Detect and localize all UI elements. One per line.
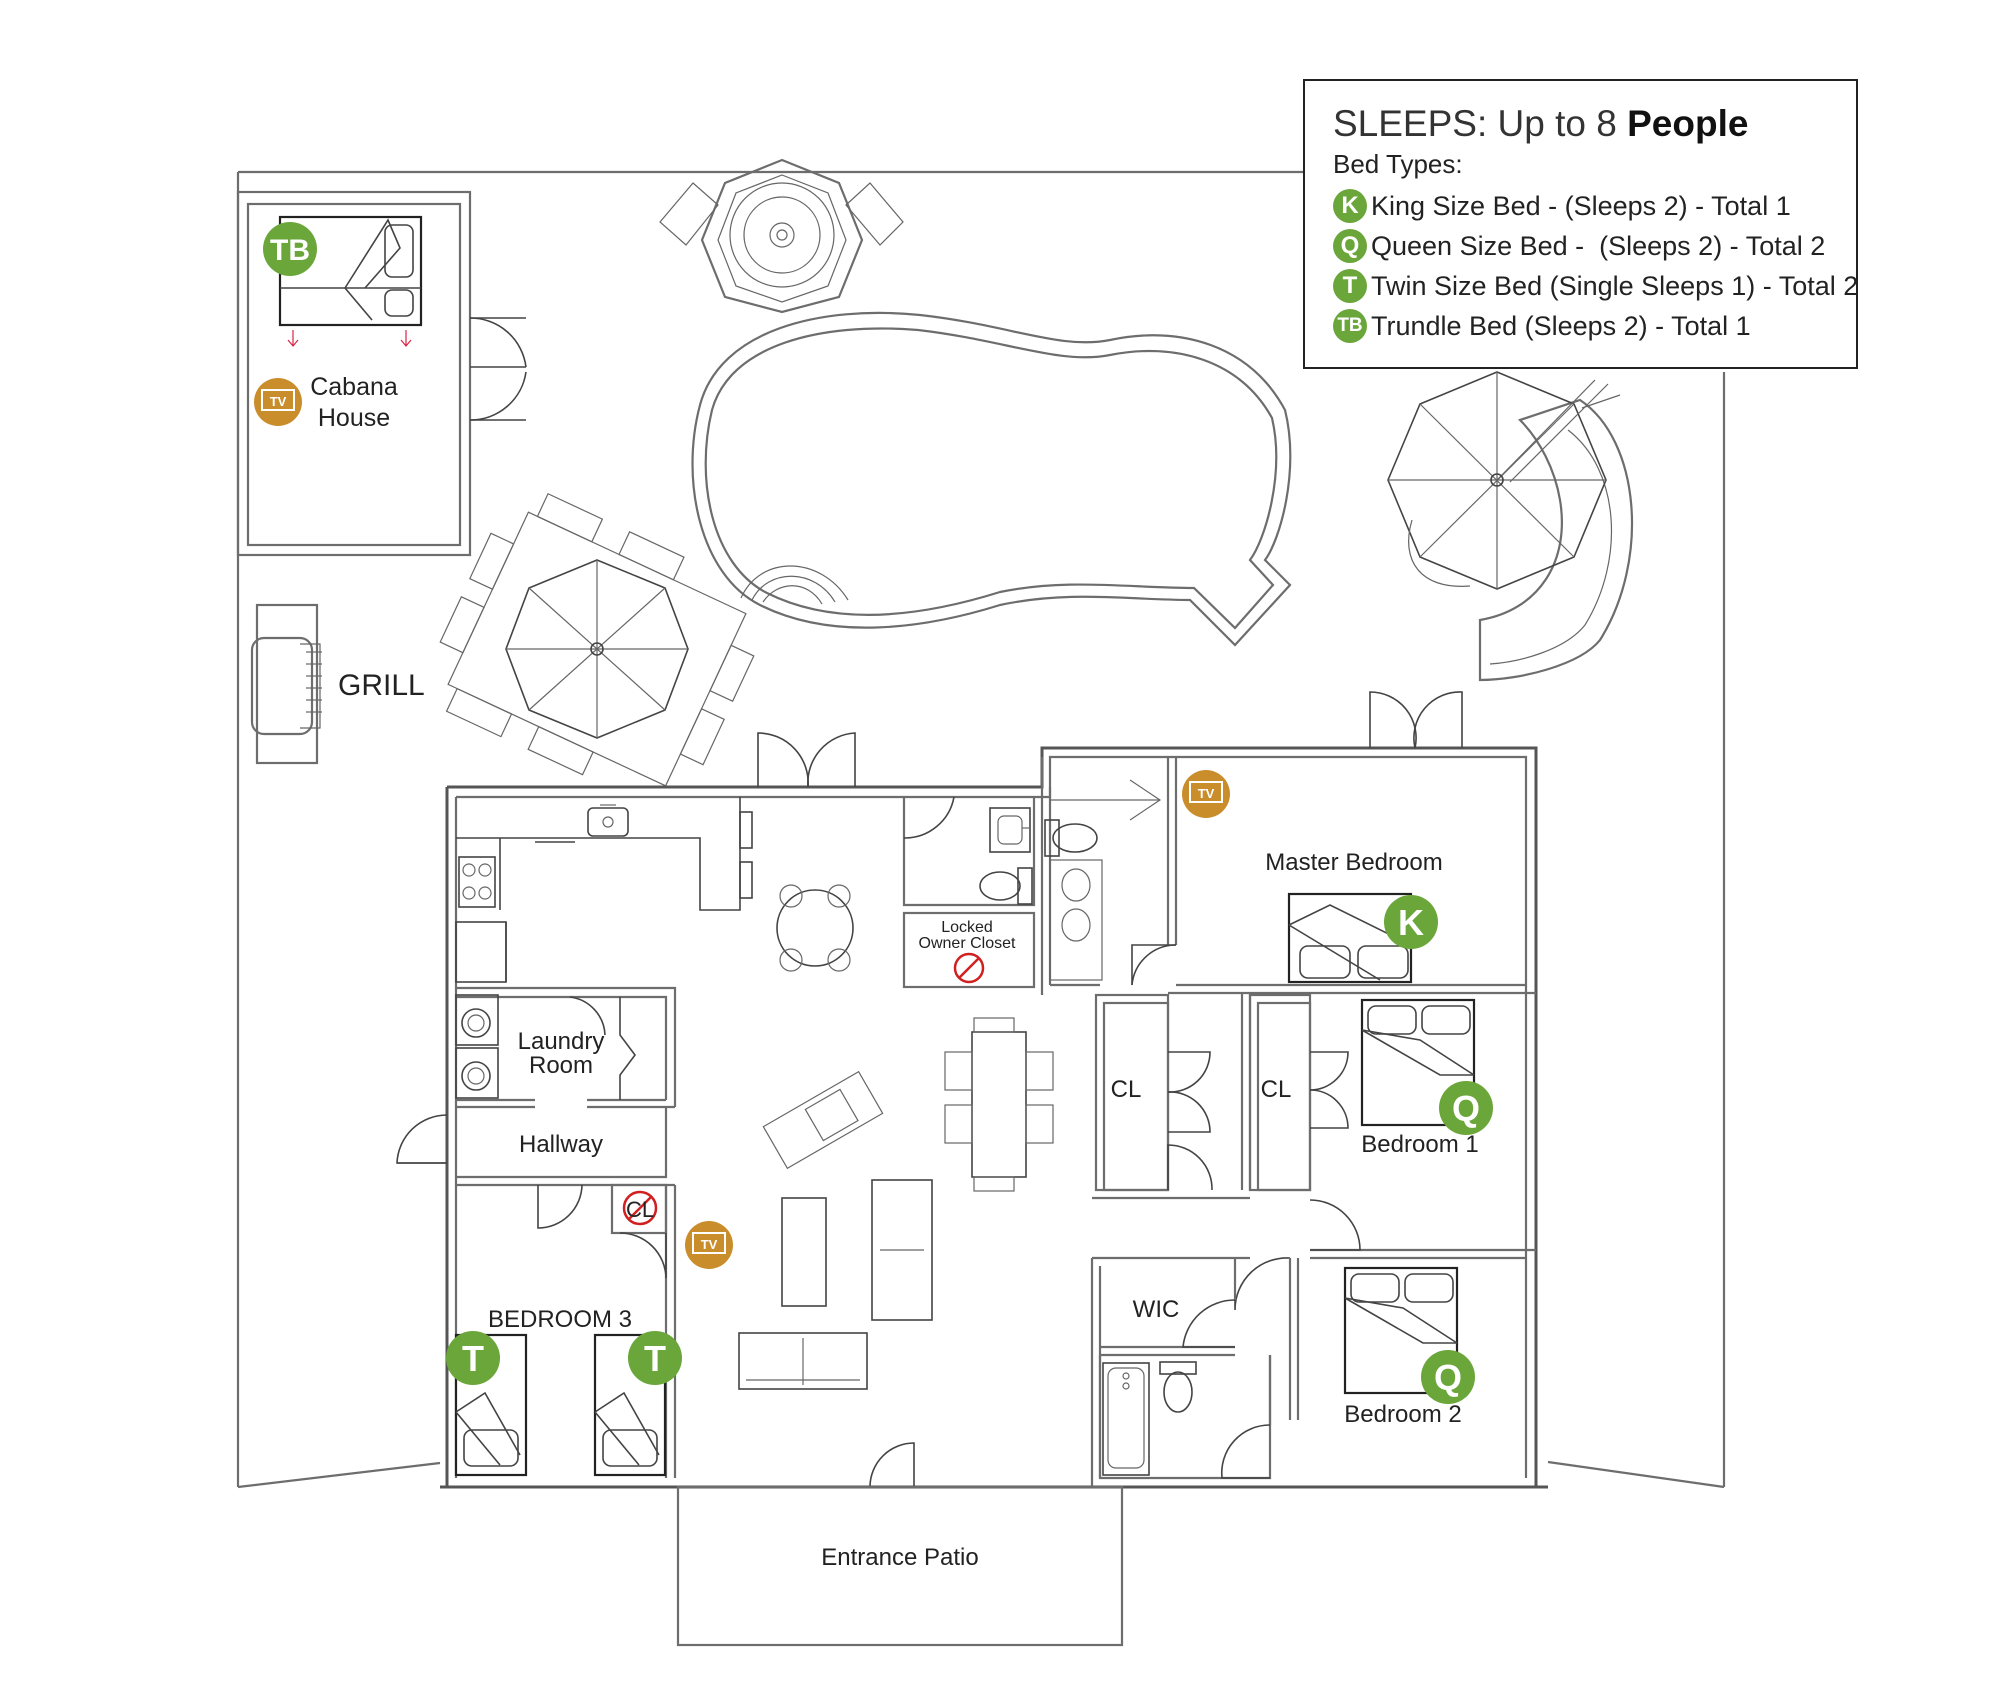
tv-icon: TV bbox=[1198, 786, 1215, 801]
svg-text:T: T bbox=[462, 1338, 484, 1379]
patio-table-umbrella bbox=[439, 492, 755, 787]
dining-table bbox=[944, 1017, 1054, 1192]
entrance-patio bbox=[676, 1442, 1124, 1647]
tv-badge-cabana: TV bbox=[254, 378, 302, 426]
entrance-patio-label: Entrance Patio bbox=[821, 1544, 978, 1571]
svg-text:K: K bbox=[1398, 902, 1424, 943]
twin-badge-icon: T bbox=[1333, 269, 1367, 303]
cabana-house bbox=[236, 190, 527, 557]
grill bbox=[250, 603, 322, 765]
hallway-label: Hallway bbox=[519, 1131, 603, 1158]
locked-closet-label-2: Owner Closet bbox=[919, 935, 1016, 952]
bed-types-title: Bed Types: bbox=[1333, 149, 1463, 179]
cabana-label-2: House bbox=[318, 404, 390, 432]
svg-text:Q: Q bbox=[1452, 1088, 1480, 1129]
svg-text:T: T bbox=[644, 1338, 666, 1379]
trundle-bed-icon bbox=[278, 215, 423, 347]
legend-item-twin: T Twin Size Bed (Single Sleeps 1) - Tota… bbox=[1333, 266, 1859, 306]
bathroom-2 bbox=[1098, 1355, 1272, 1480]
kitchen bbox=[455, 797, 753, 983]
king-badge-icon: K bbox=[1333, 189, 1367, 223]
house-walls bbox=[440, 746, 1548, 1489]
twin-badge-left: T bbox=[446, 1331, 500, 1385]
patio-umbrella-right bbox=[1387, 371, 1634, 682]
bedroom-3-label: BEDROOM 3 bbox=[488, 1306, 632, 1333]
sleeps-heading: SLEEPS: Up to 8 People bbox=[1333, 103, 1749, 144]
tv-icon: TV bbox=[701, 1237, 718, 1252]
legend-item-text: Queen Size Bed - (Sleeps 2) - Total 2 bbox=[1371, 230, 1826, 261]
legend-item-king: K King Size Bed - (Sleeps 2) - Total 1 bbox=[1333, 186, 1856, 226]
no-closet-label: CL bbox=[626, 1197, 654, 1222]
cabana-door bbox=[469, 317, 527, 421]
grill-label: GRILL bbox=[338, 669, 425, 702]
legend-item-trundle: TB Trundle Bed (Sleeps 2) - Total 1 bbox=[1333, 306, 1856, 346]
tv-badge-master: TV bbox=[1182, 770, 1230, 818]
legend-item-text: Trundle Bed (Sleeps 2) - Total 1 bbox=[1371, 310, 1751, 341]
wic bbox=[1090, 1258, 1237, 1487]
pool bbox=[691, 311, 1292, 647]
closet-label-center: CL bbox=[1111, 1076, 1142, 1103]
svg-text:Q: Q bbox=[1434, 1357, 1462, 1398]
master-bath bbox=[1040, 757, 1178, 995]
master-bedroom bbox=[1168, 892, 1536, 995]
locked-owner-closet bbox=[902, 911, 1036, 989]
locked-closet-label-1: Locked bbox=[941, 919, 993, 936]
queen-badge-bedroom2: Q bbox=[1421, 1350, 1475, 1404]
gazebo bbox=[659, 158, 904, 314]
legend-item-queen: Q Queen Size Bed - (Sleeps 2) - Total 2 bbox=[1333, 226, 1856, 266]
bedroom-2-label: Bedroom 2 bbox=[1344, 1401, 1461, 1428]
trundle-badge-icon: TB bbox=[1333, 309, 1367, 343]
half-bath bbox=[902, 796, 1036, 907]
tv-icon: TV bbox=[270, 394, 287, 409]
cabana-label-1: Cabana bbox=[310, 373, 398, 401]
sleeps-legend: SLEEPS: Up to 8 People Bed Types: K King… bbox=[1303, 79, 1858, 369]
legend-item-text: Twin Size Bed (Single Sleeps 1) - Total … bbox=[1371, 270, 1859, 301]
queen-badge-bedroom1: Q bbox=[1439, 1081, 1493, 1135]
bedroom-1 bbox=[1240, 993, 1536, 1260]
laundry-label-1: Laundry bbox=[518, 1028, 605, 1055]
closet-label-bedroom1: CL bbox=[1261, 1076, 1292, 1103]
svg-text:TB: TB bbox=[270, 234, 310, 267]
living-room bbox=[738, 1070, 933, 1390]
round-dining-table bbox=[776, 884, 854, 972]
tv-badge-living: TV bbox=[685, 1221, 733, 1269]
king-badge: K bbox=[1384, 895, 1438, 949]
bedroom-1-label: Bedroom 1 bbox=[1361, 1131, 1478, 1158]
queen-badge-icon: Q bbox=[1333, 229, 1367, 263]
central-hall bbox=[1092, 1196, 1291, 1311]
wic-label: WIC bbox=[1133, 1296, 1180, 1323]
master-bedroom-label: Master Bedroom bbox=[1265, 849, 1442, 876]
twin-badge-right: T bbox=[628, 1331, 682, 1385]
bedroom-2 bbox=[1288, 1258, 1459, 1420]
legend-item-text: King Size Bed - (Sleeps 2) - Total 1 bbox=[1371, 190, 1791, 221]
laundry-room bbox=[455, 986, 677, 1109]
back-patio-doors bbox=[757, 691, 1463, 788]
laundry-label-2: Room bbox=[529, 1052, 593, 1079]
trundle-badge: TB bbox=[263, 222, 317, 276]
